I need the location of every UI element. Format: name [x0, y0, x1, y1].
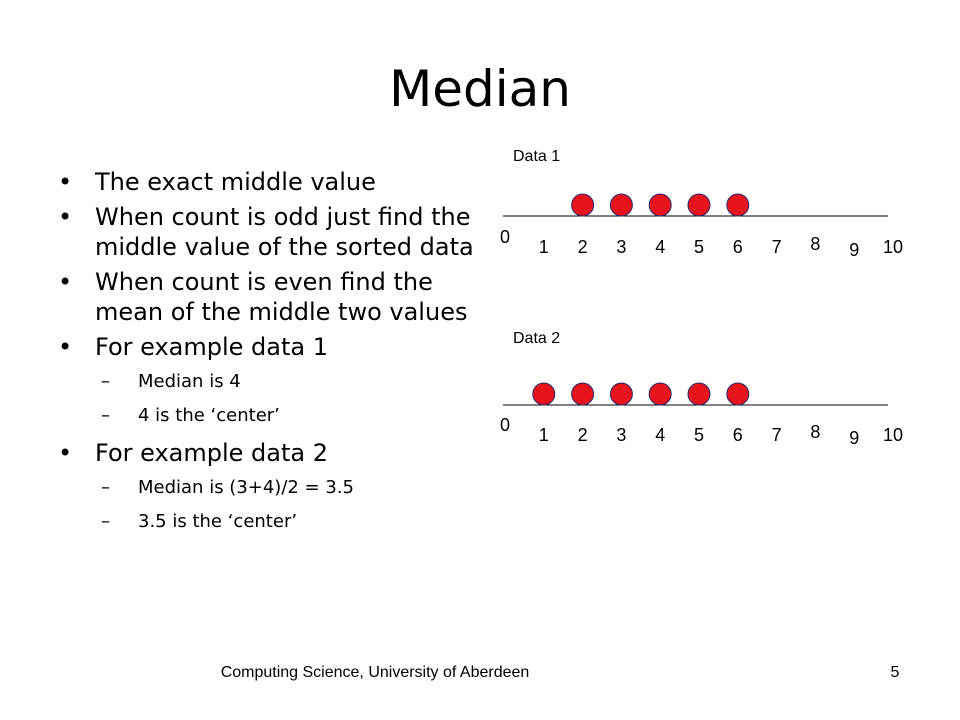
plot-title: Data 1 [513, 148, 560, 165]
tick-label: 2 [578, 237, 588, 257]
bullet-item: For example data 2 Median is (3+4)/2 = 3.… [58, 438, 478, 536]
tick-label: 3 [616, 425, 626, 445]
bullet-item: The exact middle value [58, 167, 478, 197]
tick-label: 4 [655, 425, 665, 445]
tick-label: 10 [883, 237, 903, 257]
tick-label: 5 [694, 237, 704, 257]
bullet-text: For example data 2 [95, 439, 329, 467]
bullet-text: When count is even find the mean of the … [95, 268, 468, 326]
data-point [609, 382, 633, 406]
tick-label: 1 [539, 425, 549, 445]
data-point [609, 193, 633, 217]
tick-label: 9 [849, 428, 859, 448]
sub-bullet-item: Median is (3+4)/2 = 3.5 [95, 474, 478, 502]
tick-label: 10 [883, 425, 903, 445]
page-number: 5 [890, 664, 900, 681]
tick-label: 9 [849, 240, 859, 260]
data-point [571, 193, 595, 217]
sub-bullet-item: 4 is the ‘center’ [95, 402, 478, 430]
tick-label: 6 [733, 425, 743, 445]
tick-label: 0 [500, 227, 510, 247]
sub-bullet-list: Median is (3+4)/2 = 3.5 3.5 is the ‘cente… [95, 474, 478, 536]
bullet-text: For example data 1 [95, 333, 329, 361]
tick-label: 8 [810, 422, 820, 442]
tick-label: 5 [694, 425, 704, 445]
slide-title: Median [389, 60, 571, 118]
dot-plot-1: Data 1 0 1 2 3 4 5 6 7 8 9 10 [500, 148, 903, 260]
data-point [687, 193, 711, 217]
data-point [532, 382, 556, 406]
tick-label: 2 [578, 425, 588, 445]
data-point [571, 382, 595, 406]
plot-title: Data 2 [513, 330, 560, 347]
sub-bullet-item: Median is 4 [95, 368, 478, 396]
sub-bullet-list: Median is 4 4 is the ‘center’ [95, 368, 478, 430]
tick-label: 4 [655, 237, 665, 257]
data-point [648, 193, 672, 217]
bullet-item: For example data 1 Median is 4 4 is the ‘c… [58, 332, 478, 430]
tick-label: 7 [772, 425, 782, 445]
sub-bullet-item: 3.5 is the ‘center’ [95, 508, 478, 536]
data-point [687, 382, 711, 406]
bullet-list: The exact middle valueWhen count is odd … [58, 167, 478, 544]
bullet-item: When count is odd just find the middle v… [58, 202, 478, 262]
tick-label: 0 [500, 415, 510, 435]
tick-label: 3 [616, 237, 626, 257]
data-point [726, 382, 750, 406]
dot-plot-2: Data 2 0 1 2 3 4 5 6 7 8 9 10 [500, 330, 903, 448]
data-point [648, 382, 672, 406]
bullet-text: When count is odd just find the middle v… [95, 203, 474, 261]
bullet-item: When count is even find the mean of the … [58, 267, 478, 327]
tick-label: 8 [810, 234, 820, 254]
tick-label: 6 [733, 237, 743, 257]
footer-text: Computing Science, University of Aberdee… [220, 664, 530, 681]
tick-label: 1 [539, 237, 549, 257]
tick-label: 7 [772, 237, 782, 257]
data-point [726, 193, 750, 217]
bullet-text: The exact middle value [95, 168, 376, 196]
